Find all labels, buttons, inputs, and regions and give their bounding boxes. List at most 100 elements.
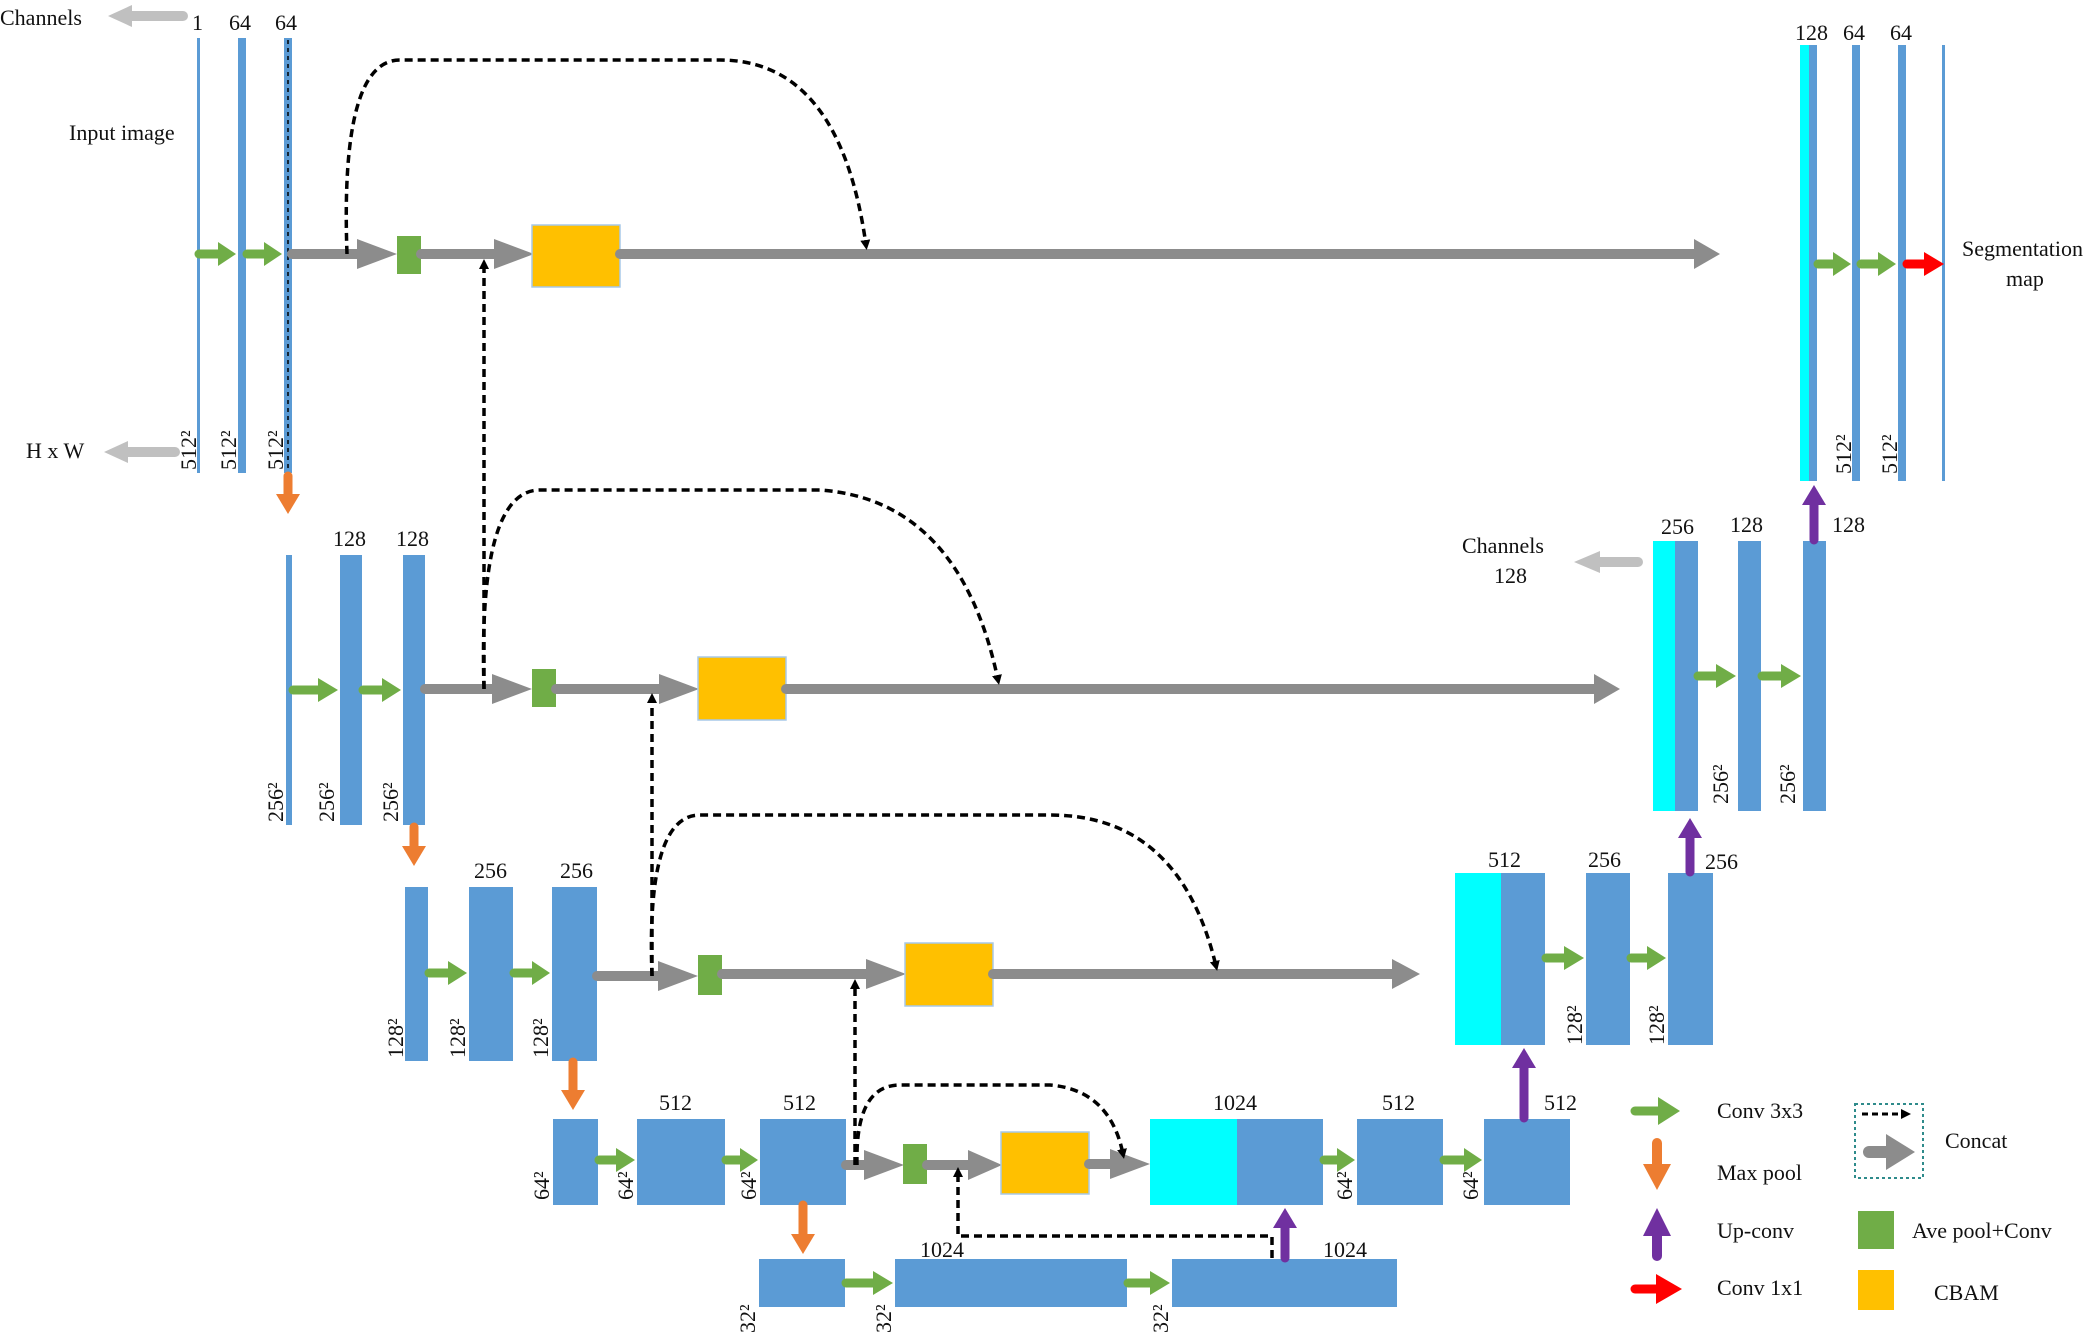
d1-ch-b: 64 (1843, 20, 1865, 45)
l3-size-b: 128² (445, 1018, 470, 1058)
skip-arrow-l4c (1084, 1149, 1150, 1179)
cbam-block (904, 942, 994, 1007)
dec3-conv2-block (1668, 873, 1713, 1045)
dec4-cyan-block (1150, 1119, 1237, 1205)
segmentation-label-2: map (2006, 266, 2044, 291)
conv3x3-arrow (194, 242, 236, 266)
skip-arrow-l2a (420, 674, 532, 704)
enc5-conv2-block (1172, 1259, 1397, 1307)
d4-up: 512 (1544, 1090, 1577, 1115)
max-pool-arrow (791, 1200, 815, 1254)
l1-size-b: 512² (216, 430, 241, 470)
cbam-block (1000, 1131, 1090, 1195)
legend-conv1x1-label: Conv 1x1 (1717, 1275, 1803, 1300)
dec3-conv1-block (1586, 873, 1630, 1045)
dec4-conv2-block (1484, 1119, 1570, 1205)
l4-ch-b: 512 (783, 1090, 816, 1115)
l2-size-b: 256² (314, 782, 339, 822)
dec1-conv2-block (1898, 45, 1906, 481)
enc4-conv1-block (637, 1119, 725, 1205)
d1-size-a: 512² (1831, 434, 1856, 474)
d2-size-b: 256² (1775, 764, 1800, 804)
conv3x3-arrow (1693, 664, 1736, 688)
d2-up: 128 (1832, 512, 1865, 537)
conv3x3-arrow (721, 1148, 758, 1172)
legend-avepool-label: Ave pool+Conv (1912, 1218, 2052, 1243)
concat-dashed-l3 (649, 813, 1220, 977)
segmentation-label-1: Segmentation (1962, 236, 2083, 261)
l3-size-a: 128² (383, 1018, 408, 1058)
d4-ch-a: 1024 (1213, 1090, 1257, 1115)
cbam-block (531, 224, 621, 288)
legend-maxpool-icon (1643, 1138, 1671, 1190)
enc1-conv1-block (238, 38, 246, 473)
l2-size-a: 256² (263, 782, 288, 822)
skip-arrow-l3a (592, 961, 698, 991)
channels-label: Channels (0, 5, 82, 30)
concat-dashed-l4 (855, 1083, 1127, 1166)
l4-ch-a: 512 (659, 1090, 692, 1115)
conv3x3-arrow (1813, 252, 1851, 276)
l3-ch-a: 256 (474, 858, 507, 883)
legend-upconv-label: Up-conv (1717, 1218, 1794, 1243)
d3-ch-a: 512 (1488, 847, 1521, 872)
up-conv-arrow (1802, 485, 1826, 545)
dec4-conv1-block (1357, 1119, 1443, 1205)
level3-encoder (405, 887, 597, 1061)
enc2-conv1-block (340, 555, 362, 825)
l5-ch-a: 1024 (920, 1237, 964, 1262)
up-conv-arrow (1273, 1208, 1297, 1263)
d4-size-b: 64² (1458, 1171, 1483, 1200)
skip-arrow-l4b (922, 1150, 1002, 1180)
l4-size-b: 64² (613, 1171, 638, 1200)
conv3x3-arrow (358, 678, 401, 702)
d4-ch-b: 512 (1382, 1090, 1415, 1115)
conv3x3-arrow (594, 1148, 635, 1172)
conv3x3-arrow (1319, 1148, 1355, 1172)
enc3-pool-block (405, 887, 428, 1061)
l4-size-a: 64² (529, 1171, 554, 1200)
legend-avepool-icon (1858, 1211, 1894, 1249)
conv3x3-arrow (841, 1271, 893, 1295)
dec3-concat-block (1501, 873, 1545, 1045)
skip-arrow-l3b (717, 959, 906, 989)
legend-concat-gray-icon (1863, 1134, 1915, 1170)
legend-maxpool-label: Max pool (1717, 1160, 1802, 1185)
hw-label: H x W (26, 438, 84, 463)
legend-concat-box (1854, 1103, 1924, 1179)
l1-ch-a: 64 (229, 10, 251, 35)
d1-ch-c: 64 (1890, 20, 1912, 45)
enc3-conv1-block (469, 887, 513, 1061)
legend-cbam-icon (1858, 1270, 1894, 1310)
legend-upconv-icon (1643, 1208, 1671, 1261)
l5-size-c: 32² (1148, 1304, 1173, 1333)
skip-arrow-l1c (615, 239, 1720, 269)
output-bar (1942, 45, 1945, 481)
enc4-pool-block (553, 1119, 598, 1205)
l3-ch-b: 256 (560, 858, 593, 883)
d3-size-a: 128² (1562, 1005, 1587, 1045)
conv3x3-arrow (424, 961, 467, 985)
level2-decoder (1653, 541, 1826, 811)
l1-size-a: 512² (176, 430, 201, 470)
d2-size-a: 256² (1708, 764, 1733, 804)
l1-size-c: 512² (263, 430, 288, 470)
enc5-pool-block (759, 1259, 845, 1307)
conv3x3-arrow (288, 678, 338, 702)
enc3-conv2-block (552, 887, 597, 1061)
up-conv-arrow (1678, 818, 1702, 877)
l5-size-a: 32² (735, 1304, 760, 1333)
l5-size-b: 32² (871, 1304, 896, 1333)
legend-conv1x1-icon (1630, 1274, 1682, 1304)
enc2-conv2-block (403, 555, 425, 825)
l2-size-c: 256² (378, 782, 403, 822)
l4-size-c: 64² (736, 1171, 761, 1200)
dec2-concat-block (1675, 541, 1698, 811)
d2-ch-b: 128 (1730, 512, 1763, 537)
level5-bottleneck (759, 1259, 1397, 1307)
conv3x3-arrow (242, 242, 282, 266)
dec-channels-indicator (1574, 551, 1643, 573)
level3-decoder (1455, 873, 1713, 1045)
conv3x3-arrow (1541, 946, 1584, 970)
